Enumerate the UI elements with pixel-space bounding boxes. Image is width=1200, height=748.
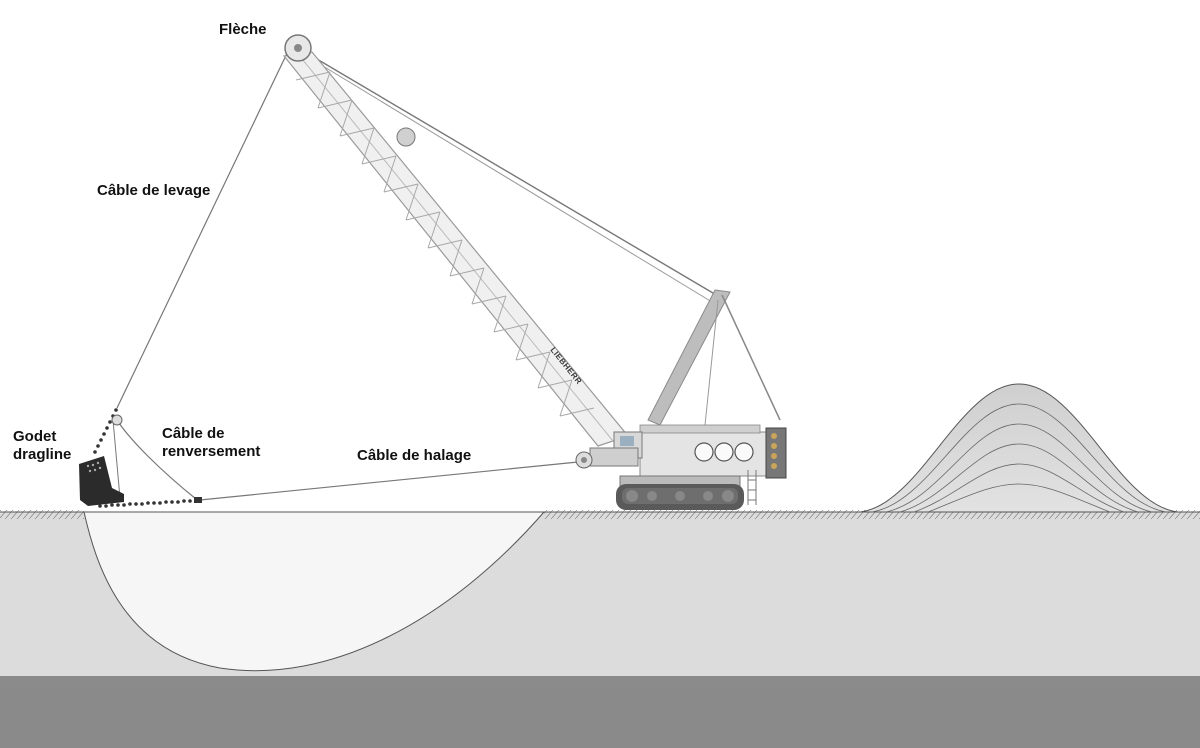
dragline-bucket [79, 456, 124, 506]
boom-suspension-rope-2 [312, 59, 713, 303]
fairlead [575, 447, 639, 469]
label-dragline-bucket: Godet dragline [13, 428, 72, 463]
label-dump-rope: Câble de renversement [162, 425, 261, 460]
bedrock-hatch [0, 676, 1200, 686]
boom-suspension-rope [304, 51, 719, 297]
boom-lattice: LIEBHERR [282, 51, 630, 447]
label-boom: Flèche [219, 21, 267, 38]
gantry-mast [647, 289, 781, 426]
boom-point-hub [294, 44, 302, 52]
hoist-rope [116, 44, 292, 409]
surface-hatch-left [0, 510, 84, 519]
dump-rope-lower [112, 419, 121, 499]
surface-hatch-right [544, 510, 1200, 519]
dump-rope [116, 419, 197, 500]
machine-house [613, 424, 787, 505]
label-hoist-rope: Câble de levage [97, 182, 211, 199]
crawler-tracks [616, 475, 744, 510]
spoil-pile [859, 383, 1179, 513]
label-drag-rope: Câble de halage [357, 447, 472, 464]
drag-rope [199, 461, 579, 501]
excavation-pit [83, 511, 546, 672]
drag-chain [98, 497, 202, 508]
bedrock-layer [0, 676, 1200, 748]
spreader-bar [111, 414, 123, 426]
boom-mid-sheave [396, 127, 416, 147]
